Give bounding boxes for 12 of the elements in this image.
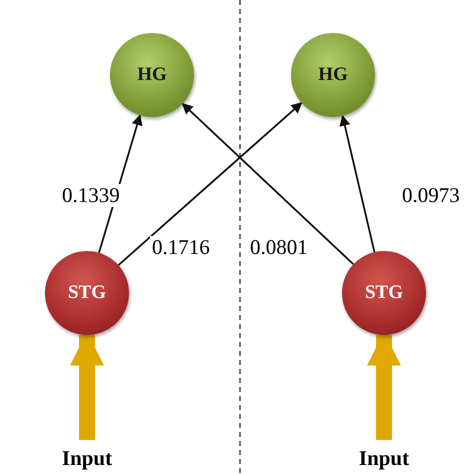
node-label: HG [318,64,348,86]
node-label: HG [137,64,167,86]
circle-node [291,33,375,117]
circle-node [342,251,426,335]
edge-label: 0.1339 [60,184,122,208]
arrow [118,102,302,266]
node-label: STG [364,282,404,304]
arrow [182,103,354,265]
arrow [339,114,376,252]
input-label: Input [358,446,410,470]
input-label: Input [62,446,112,470]
node-label: STG [68,282,106,304]
